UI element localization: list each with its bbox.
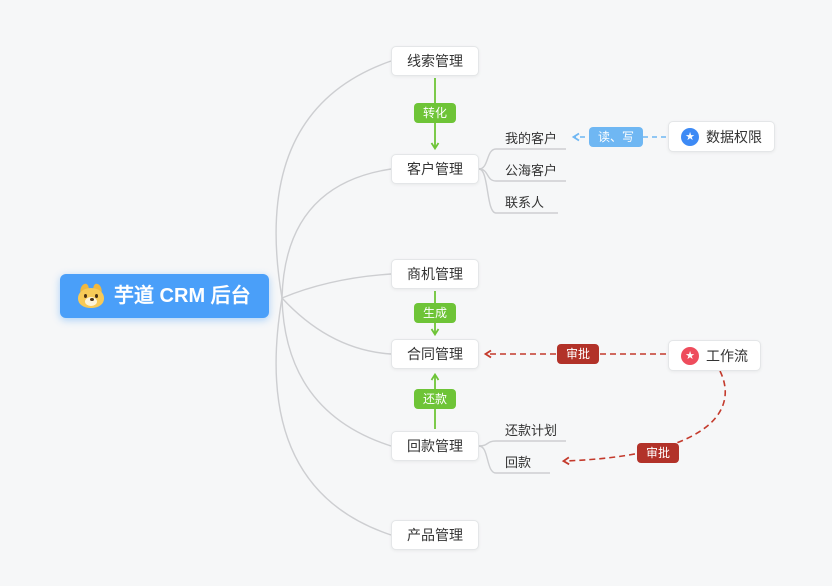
sub-label-my-customers[interactable]: 我的客户	[505, 131, 558, 146]
node-opportunity-management[interactable]: 商机管理	[391, 259, 479, 289]
node-leads-management[interactable]: 线索管理	[391, 46, 479, 76]
node-contract-management[interactable]: 合同管理	[391, 339, 479, 369]
edge-label-generate: 生成	[413, 303, 457, 323]
edge-label-approve-receivable: 审批	[636, 443, 680, 463]
workflow-label: 工作流	[706, 347, 748, 364]
sub-label-repayment-plan[interactable]: 还款计划	[505, 423, 558, 438]
root-node-label: 芋道 CRM 后台	[114, 285, 251, 307]
edge-label-approve-contract: 审批	[556, 344, 600, 364]
node-customer-management[interactable]: 客户管理	[391, 154, 479, 184]
dog-mascot-icon	[78, 283, 104, 308]
sub-label-contacts[interactable]: 联系人	[505, 195, 545, 210]
edge-label-repay: 还款	[413, 389, 457, 409]
node-product-management[interactable]: 产品管理	[391, 520, 479, 550]
edge-label-read-write: 读、写	[588, 127, 644, 147]
node-workflow[interactable]: ★ 工作流	[668, 340, 761, 371]
star-icon: ★	[681, 346, 699, 365]
customer-child-branches	[478, 148, 566, 214]
node-data-permission[interactable]: ★ 数据权限	[668, 121, 775, 152]
star-icon: ★	[681, 127, 699, 146]
edge-label-convert: 转化	[413, 103, 457, 123]
root-node-crm-admin[interactable]: 芋道 CRM 后台	[60, 274, 269, 318]
node-receivable-management[interactable]: 回款管理	[391, 431, 479, 461]
data-permission-label: 数据权限	[706, 128, 762, 145]
sub-label-public-customers[interactable]: 公海客户	[505, 163, 558, 178]
root-branches	[275, 60, 392, 536]
receivable-child-branches	[478, 440, 566, 474]
sub-label-receivable[interactable]: 回款	[505, 455, 532, 470]
